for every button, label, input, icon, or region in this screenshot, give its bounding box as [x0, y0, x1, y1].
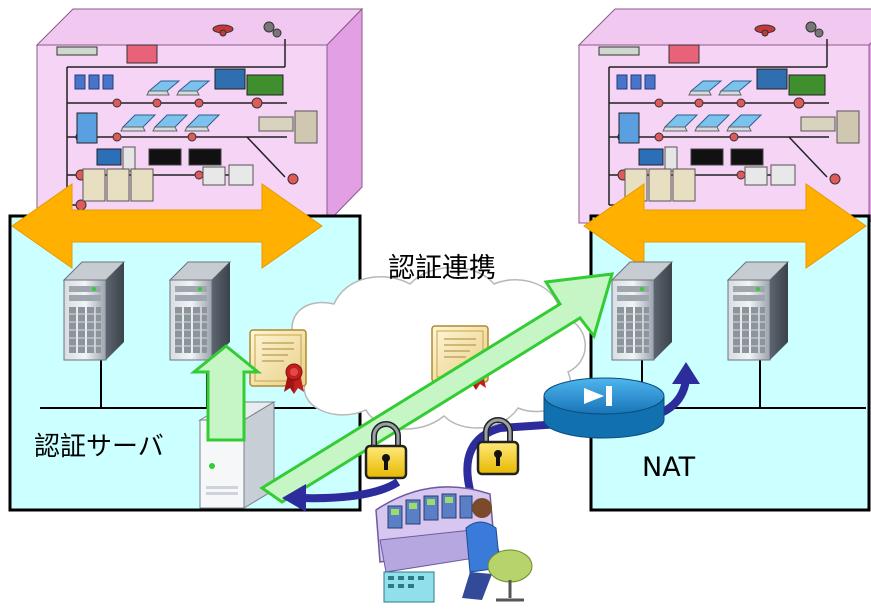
right-server-2-icon — [727, 261, 789, 361]
nat-label: NAT — [642, 452, 696, 483]
left-server-1-icon — [63, 261, 125, 361]
left-building-icon — [36, 8, 363, 224]
left-orange-double-arrow — [11, 183, 323, 269]
certificate-left-icon — [249, 329, 307, 395]
auth-federation-arrow — [259, 272, 615, 504]
right-building-icon — [578, 8, 871, 224]
nat-router-icon — [543, 377, 665, 439]
navy-arrow-to-auth-server — [282, 478, 401, 512]
right-server-1-icon — [611, 261, 673, 361]
left-server-2-icon — [169, 261, 231, 361]
operator-console-icon — [374, 485, 534, 604]
auth-server-label: 認証サーバ — [34, 432, 164, 462]
right-orange-double-arrow — [583, 183, 867, 269]
green-up-arrow — [189, 344, 263, 442]
auth-federation-label: 認証連携 — [388, 253, 496, 284]
